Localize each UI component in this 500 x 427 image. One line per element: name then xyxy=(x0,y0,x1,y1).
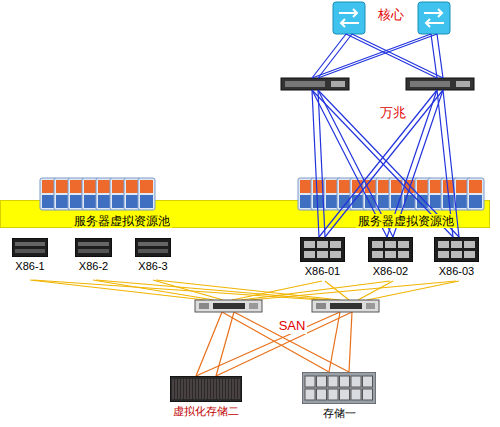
ten-gig-switch xyxy=(406,78,474,90)
storage-node: 存储一 xyxy=(302,372,376,420)
vm-card xyxy=(138,178,155,210)
device-label: X86-1 xyxy=(13,260,46,273)
ten-gig-link xyxy=(443,90,459,237)
ten-gig-link xyxy=(431,34,437,78)
pool-label: 服务器虚拟资源池 xyxy=(72,214,172,228)
device-label: X86-01 xyxy=(303,265,342,278)
storage-wire xyxy=(196,312,340,376)
fc-wire xyxy=(367,281,459,300)
pool-label: 服务器虚拟资源池 xyxy=(356,214,456,228)
device-label: X86-3 xyxy=(136,260,169,273)
fc-wire xyxy=(93,280,214,300)
storage-wire xyxy=(349,312,352,372)
server-node: X86-02 xyxy=(368,237,413,278)
text-holder: 服务器虚拟资源池 xyxy=(356,214,456,228)
server-node: X86-2 xyxy=(75,238,112,273)
ten-gig-link xyxy=(312,90,387,237)
wire-group xyxy=(30,280,459,376)
server-node: X86-3 xyxy=(135,238,171,273)
ten-gig-link xyxy=(437,34,443,78)
ten-gig-link xyxy=(325,90,443,237)
ten-gig-link xyxy=(346,34,437,78)
fc-wire xyxy=(241,281,390,300)
device-icon xyxy=(170,376,242,402)
device-label: X86-02 xyxy=(371,265,410,278)
vm-card xyxy=(467,178,484,210)
fc-wire xyxy=(250,281,456,300)
server-node: X86-01 xyxy=(300,237,345,278)
device-icon xyxy=(300,237,345,262)
device-icon xyxy=(368,237,413,262)
text-holder: 核心 xyxy=(376,7,406,23)
server-node: X86-1 xyxy=(12,238,48,273)
ten-gig-link xyxy=(318,90,459,237)
ten-gig-switch xyxy=(281,78,349,90)
fc-wire xyxy=(156,280,340,300)
device-label: 虚拟化存储二 xyxy=(171,405,241,418)
section-label: SAN xyxy=(277,318,308,334)
core-switch xyxy=(418,2,450,34)
storage-wire xyxy=(216,312,352,376)
server-node: X86-03 xyxy=(434,237,479,278)
ten-gig-link xyxy=(312,90,319,237)
device-label: 存储一 xyxy=(321,407,358,420)
fc-wire xyxy=(358,281,393,300)
device-label: X86-03 xyxy=(437,265,476,278)
storage-node: 虚拟化存储二 xyxy=(170,376,242,418)
ten-gig-link xyxy=(318,90,325,237)
device-icon xyxy=(302,372,376,404)
ten-gig-link xyxy=(312,34,431,78)
storage-wire xyxy=(222,312,329,372)
san-switch xyxy=(312,300,379,312)
core-switch xyxy=(333,2,365,34)
text-holder: SAN xyxy=(277,318,308,334)
device-icon xyxy=(75,238,112,257)
ten-gig-link xyxy=(319,90,437,237)
text-holder: 万兆 xyxy=(378,105,408,121)
ten-gig-link xyxy=(318,34,437,78)
section-label: 万兆 xyxy=(378,105,408,121)
storage-wire xyxy=(329,312,340,372)
device-icon xyxy=(434,237,479,262)
fc-wire xyxy=(325,281,349,300)
ten-gig-link xyxy=(352,34,443,78)
section-label: 核心 xyxy=(376,7,406,23)
device-icon xyxy=(12,238,48,257)
ten-gig-link xyxy=(312,90,453,237)
device-label: X86-2 xyxy=(77,260,110,273)
san-switch xyxy=(195,300,262,312)
fc-wire xyxy=(96,280,331,300)
device-icon xyxy=(135,238,171,257)
text-holder: 服务器虚拟资源池 xyxy=(72,214,172,228)
